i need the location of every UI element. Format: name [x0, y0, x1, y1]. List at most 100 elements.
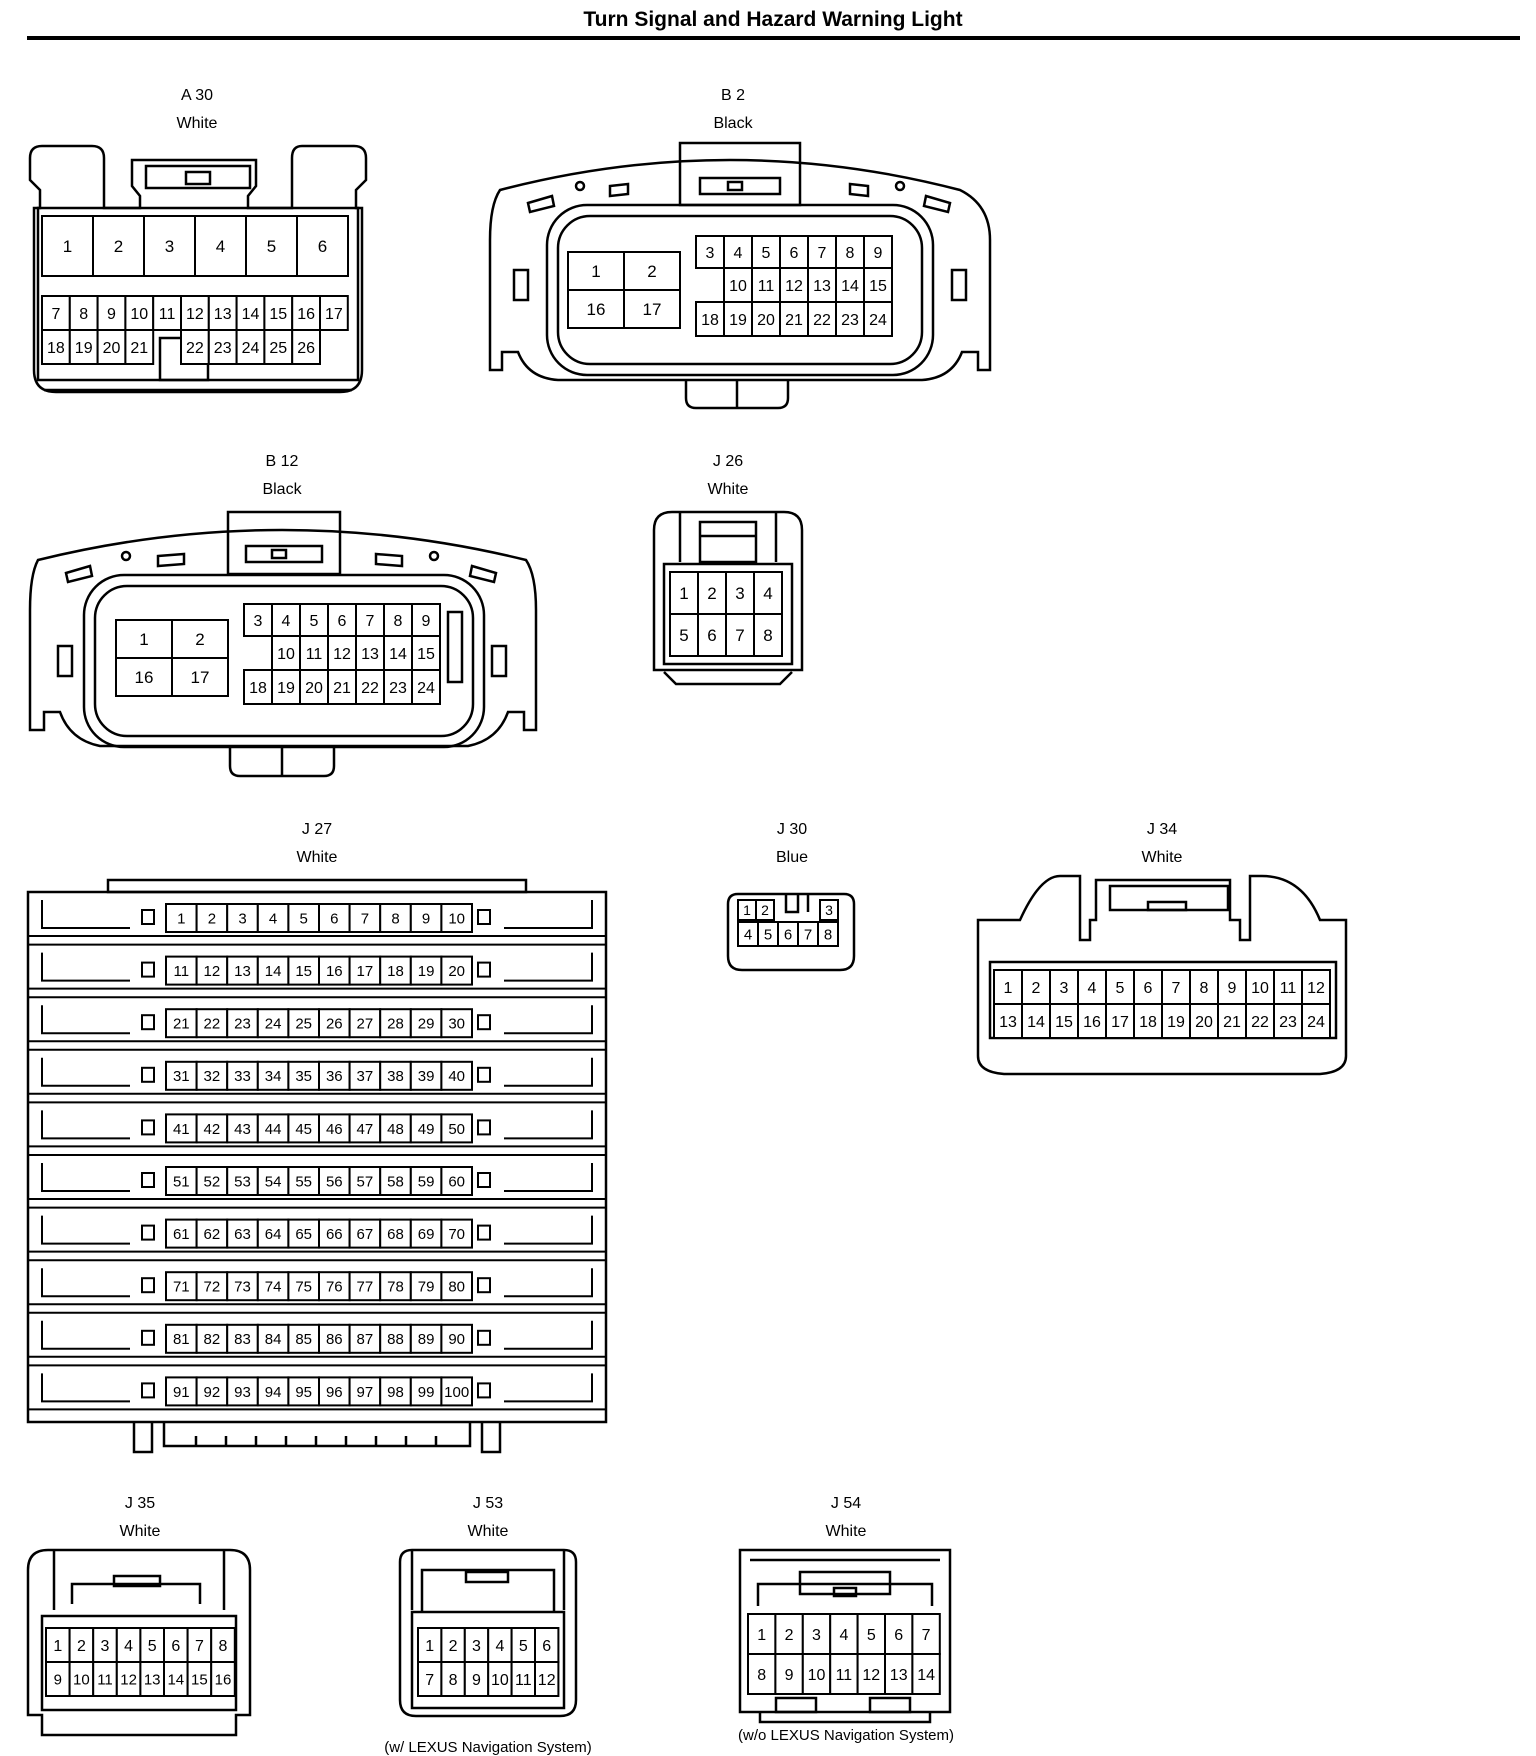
pin-j27-47: 47 [357, 1121, 374, 1138]
pin-b12-6-cell [327, 603, 357, 637]
pin-j30-2: 2 [761, 902, 769, 918]
pin-j35-1: 1 [53, 1638, 62, 1655]
j27-latch-square [141, 1119, 155, 1136]
pin-j27-15: 15 [295, 963, 312, 980]
pin-j27-40: 40 [448, 1068, 465, 1085]
pin-b2-23-cell [835, 301, 865, 337]
pin-b2-3: 3 [706, 245, 715, 262]
pin-j27-12-cell [195, 955, 229, 986]
pin-b12-22: 22 [361, 680, 379, 697]
connector-j53-color: White [468, 1523, 509, 1540]
pin-j27-76-cell [318, 1271, 351, 1302]
pin-j53-1: 1 [425, 1638, 434, 1655]
pin-j27-72: 72 [204, 1279, 221, 1296]
pin-j27-94: 94 [265, 1384, 282, 1401]
pin-j34-23: 23 [1279, 1014, 1297, 1031]
pin-j34-6: 6 [1144, 980, 1153, 997]
pin-j27-73-cell [226, 1271, 259, 1302]
pin-j27-36: 36 [326, 1068, 343, 1085]
pin-j27-30: 30 [448, 1016, 465, 1033]
pin-b2-2-cell [623, 251, 681, 291]
pin-j26-8-cell [753, 613, 783, 657]
j27-row-frame [28, 1154, 606, 1200]
pin-j26-7-cell [725, 613, 755, 657]
pin-j30-7: 7 [804, 926, 812, 943]
pin-j27-77: 77 [357, 1279, 374, 1296]
pin-j54-4: 4 [839, 1627, 848, 1644]
pin-j27-83-cell [226, 1323, 259, 1354]
pin-b12-4: 4 [282, 613, 291, 630]
pin-j27-100-cell [440, 1376, 473, 1407]
connector-b12-color: Black [262, 481, 302, 498]
pin-b12-5: 5 [310, 613, 319, 630]
pin-j27-21-cell [165, 1008, 198, 1039]
pin-j34-24: 24 [1307, 1014, 1325, 1031]
pin-j27-48: 48 [387, 1121, 404, 1138]
j27-row-frame [28, 1259, 606, 1306]
pin-j34-4: 4 [1088, 980, 1097, 997]
pin-a30-13: 13 [214, 306, 232, 323]
pin-b12-2: 2 [195, 630, 204, 649]
connector-j34-id: J 34 [1147, 821, 1177, 838]
pin-j34-19: 19 [1167, 1014, 1185, 1031]
pin-j27-90: 90 [448, 1331, 465, 1348]
pin-j34-12: 12 [1307, 980, 1325, 997]
pin-j27-85-cell [287, 1323, 320, 1354]
pin-j27-23-cell [226, 1008, 259, 1039]
pin-b12-17-cell [171, 657, 229, 697]
pin-j27-41: 41 [173, 1121, 190, 1138]
pin-j27-38-cell [379, 1060, 412, 1091]
pin-j27-66: 66 [326, 1226, 343, 1243]
pin-j27-8: 8 [391, 910, 399, 927]
pin-j27-26: 26 [326, 1016, 343, 1033]
pin-a30-10: 10 [130, 306, 148, 323]
pin-j27-22-cell [195, 1008, 229, 1039]
pin-b12-13: 13 [361, 646, 379, 663]
pin-j27-80: 80 [448, 1279, 465, 1296]
pin-b2-15: 15 [869, 278, 887, 295]
pin-b12-19-cell [271, 669, 301, 705]
pin-j34-8: 8 [1200, 980, 1209, 997]
pin-j30-3-cell [819, 899, 839, 921]
pin-j53-8: 8 [449, 1672, 458, 1689]
pin-b2-23: 23 [841, 312, 859, 329]
connector-j53-id: J 53 [473, 1495, 503, 1512]
pin-b12-20: 20 [305, 680, 323, 697]
j27-latch-square [477, 1119, 491, 1136]
pin-j27-88: 88 [387, 1331, 404, 1348]
connector-j53-housing [398, 1548, 578, 1718]
pin-a30-20: 20 [103, 340, 121, 357]
pin-b12-24-cell [411, 669, 441, 705]
pin-j34-1: 1 [1004, 980, 1013, 997]
pin-b2-9: 9 [874, 245, 883, 262]
pin-j27-4-cell [256, 903, 290, 933]
pin-a30-22-cell [180, 329, 210, 365]
pin-j54-13-cell [884, 1653, 914, 1695]
pin-j54-8-cell [747, 1653, 777, 1695]
pin-j27-9: 9 [422, 910, 430, 927]
pin-j34-21: 21 [1223, 1014, 1241, 1031]
connector-j54-housing [738, 1548, 952, 1724]
pin-j27-28-cell [379, 1008, 412, 1039]
pin-j27-74-cell [256, 1271, 290, 1302]
pin-j27-68: 68 [387, 1226, 404, 1243]
pin-a30-18: 18 [47, 340, 65, 357]
title-rule [27, 36, 1520, 40]
pin-j27-18: 18 [387, 963, 404, 980]
j27-latch-square [477, 1329, 491, 1346]
pin-j54-7: 7 [922, 1627, 931, 1644]
pin-a30-21: 21 [130, 340, 148, 357]
pin-b12-15-cell [411, 635, 441, 671]
pin-j27-13: 13 [234, 963, 251, 980]
pin-j27-45: 45 [295, 1121, 312, 1138]
pin-j34-10: 10 [1251, 980, 1269, 997]
pin-j27-21: 21 [173, 1016, 190, 1033]
pin-j53-6: 6 [542, 1638, 551, 1655]
pin-b2-21: 21 [785, 312, 803, 329]
pin-j27-38: 38 [387, 1068, 404, 1085]
pin-j34-20: 20 [1195, 1014, 1213, 1031]
pin-j27-4: 4 [269, 910, 277, 927]
pin-j35-8: 8 [219, 1638, 228, 1655]
pin-a30-10-cell [124, 295, 155, 331]
